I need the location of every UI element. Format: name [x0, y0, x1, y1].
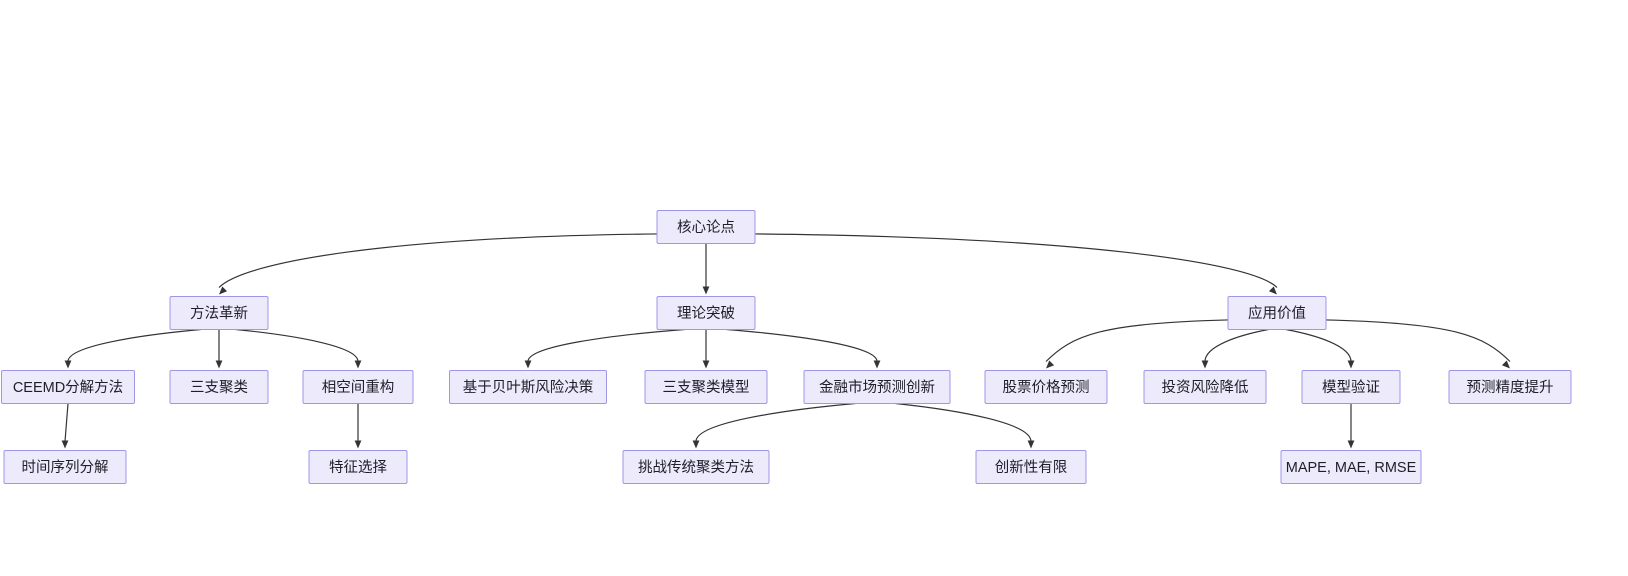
node-box[interactable]: [984, 370, 1108, 404]
flow-node[interactable]: 核心论点: [656, 210, 756, 244]
edge-n2-to-n7: [527, 328, 685, 362]
edge-arrowhead: [873, 360, 881, 369]
node-box[interactable]: [622, 450, 770, 484]
node-box[interactable]: [308, 450, 408, 484]
edge-arrowhead: [61, 440, 69, 449]
flow-node[interactable]: 特征选择: [308, 450, 408, 484]
edge-n9-to-n16: [695, 402, 856, 442]
flow-node[interactable]: 挑战传统聚类方法: [622, 450, 770, 484]
node-label: 特征选择: [329, 459, 387, 476]
edge-arrowhead: [692, 440, 700, 449]
node-label: 基于贝叶斯风险决策: [463, 379, 594, 396]
flow-node[interactable]: 三支聚类模型: [644, 370, 768, 404]
edge-arrowhead: [354, 360, 362, 369]
edge-n1-to-n4: [67, 328, 201, 362]
node-label: 创新性有限: [995, 459, 1068, 476]
flow-node[interactable]: 预测精度提升: [1448, 370, 1572, 404]
node-label: 投资风险降低: [1162, 379, 1249, 396]
edge-n4-to-n14: [64, 403, 69, 442]
node-label: 三支聚类模型: [663, 379, 750, 396]
node-box[interactable]: [656, 296, 756, 330]
node-box[interactable]: [1227, 296, 1327, 330]
node-box[interactable]: [803, 370, 951, 404]
edge-arrowhead: [1347, 440, 1355, 449]
node-box[interactable]: [1448, 370, 1572, 404]
node-label: 股票价格预测: [1003, 379, 1090, 396]
flow-node[interactable]: 模型验证: [1301, 370, 1401, 404]
node-label: MAPE, MAE, RMSE: [1286, 460, 1417, 476]
node-label: 模型验证: [1322, 379, 1380, 396]
edge-n2-to-n9: [726, 328, 878, 362]
node-box[interactable]: [302, 370, 414, 404]
edge-arrowhead: [1027, 440, 1035, 449]
node-box[interactable]: [975, 450, 1087, 484]
node-box[interactable]: [1280, 450, 1422, 484]
node-box[interactable]: [3, 450, 127, 484]
edge-n3-to-n10: [1045, 319, 1229, 362]
edge-arrowhead: [1268, 286, 1277, 295]
node-label: 核心论点: [677, 219, 735, 236]
flow-node[interactable]: 创新性有限: [975, 450, 1087, 484]
node-box[interactable]: [449, 370, 607, 404]
flow-node[interactable]: 应用价值: [1227, 296, 1327, 330]
node-box[interactable]: [169, 370, 269, 404]
node-box[interactable]: [1301, 370, 1401, 404]
flow-node[interactable]: 股票价格预测: [984, 370, 1108, 404]
flow-node[interactable]: 相空间重构: [302, 370, 414, 404]
edge-arrowhead: [354, 440, 362, 449]
edge-n0-to-n1: [218, 233, 658, 288]
node-label: 挑战传统聚类方法: [638, 459, 754, 476]
edge-arrowhead: [702, 360, 710, 369]
edge-arrowhead: [215, 360, 223, 369]
node-box[interactable]: [656, 210, 756, 244]
node-box[interactable]: [644, 370, 768, 404]
flow-node[interactable]: CEEMD分解方法: [1, 370, 135, 404]
node-box[interactable]: [1, 370, 135, 404]
edge-arrowhead: [64, 360, 72, 369]
flow-node[interactable]: MAPE, MAE, RMSE: [1280, 450, 1422, 484]
edge-arrowhead: [1501, 360, 1510, 369]
flow-node[interactable]: 时间序列分解: [3, 450, 127, 484]
edge-arrowhead: [219, 286, 228, 295]
edge-n3-to-n11: [1204, 328, 1269, 362]
flow-node[interactable]: 理论突破: [656, 296, 756, 330]
edges-layer: [61, 233, 1511, 449]
node-label: 理论突破: [677, 305, 735, 322]
node-box[interactable]: [169, 296, 269, 330]
node-label: 应用价值: [1248, 304, 1306, 322]
edge-n9-to-n17: [895, 402, 1032, 442]
edge-arrowhead: [524, 360, 532, 369]
node-label: 方法革新: [190, 305, 248, 322]
flow-node[interactable]: 三支聚类: [169, 370, 269, 404]
flow-node[interactable]: 方法革新: [169, 296, 269, 330]
edge-n3-to-n13: [1325, 319, 1511, 362]
node-label: 时间序列分解: [22, 459, 109, 476]
edge-arrowhead: [1347, 360, 1355, 369]
node-box[interactable]: [1143, 370, 1267, 404]
flow-node[interactable]: 基于贝叶斯风险决策: [449, 370, 607, 404]
node-label: 相空间重构: [322, 379, 395, 396]
edge-n0-to-n3: [754, 233, 1278, 288]
node-label: 金融市场预测创新: [819, 379, 935, 396]
edge-n3-to-n12: [1285, 328, 1352, 362]
node-label: 三支聚类: [190, 379, 248, 396]
edge-arrowhead: [1201, 360, 1209, 369]
node-label: 预测精度提升: [1467, 379, 1554, 396]
node-label: CEEMD分解方法: [13, 379, 123, 396]
edge-n1-to-n6: [235, 328, 359, 362]
edge-arrowhead: [702, 286, 710, 295]
edge-arrowhead: [1046, 360, 1055, 369]
flow-node[interactable]: 金融市场预测创新: [803, 370, 951, 404]
flow-node[interactable]: 投资风险降低: [1143, 370, 1267, 404]
